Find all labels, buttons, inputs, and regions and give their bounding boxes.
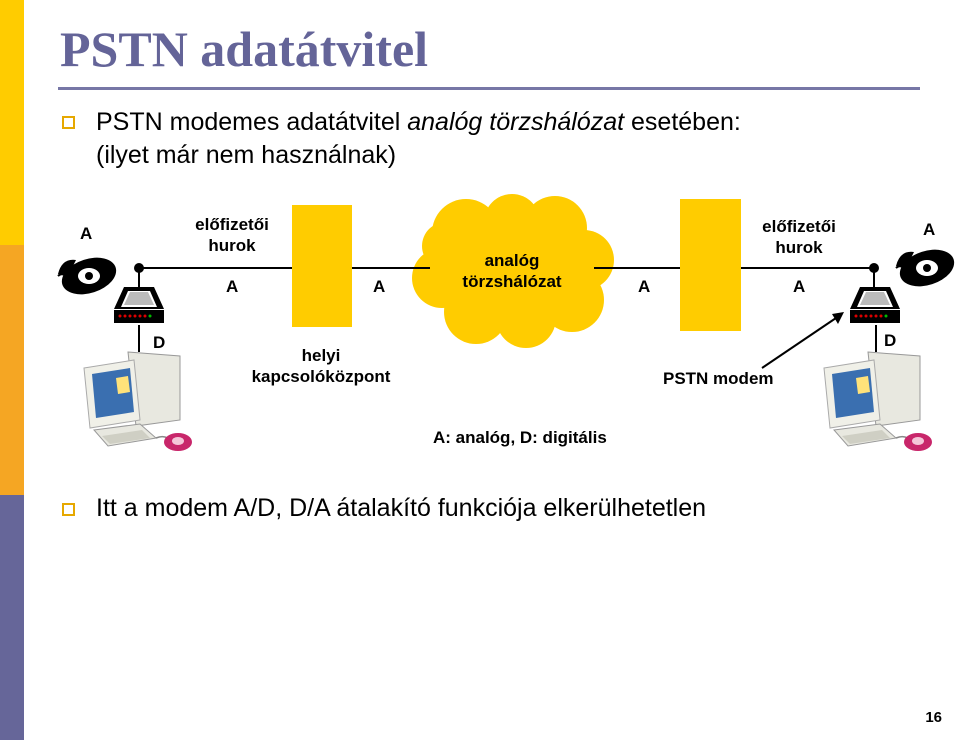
sidebar-segment-bottom bbox=[0, 495, 24, 740]
label-a-left-loop: A bbox=[226, 277, 239, 296]
label-a-left-phone: A bbox=[80, 224, 93, 243]
label-a-right-phone: A bbox=[923, 220, 936, 239]
label-a-right-loop: A bbox=[793, 277, 806, 296]
right-junction-dot bbox=[869, 263, 879, 273]
bullet-text-1: PSTN modemes adatátvitel analóg törzshál… bbox=[96, 106, 741, 172]
left-switch-box bbox=[292, 205, 352, 327]
modem-icon bbox=[114, 287, 164, 323]
title-underline bbox=[58, 87, 920, 90]
label-a-right-switch: A bbox=[638, 277, 651, 296]
modem-icon bbox=[850, 287, 900, 323]
label-a-left-switch: A bbox=[373, 277, 386, 296]
left-junction-dot bbox=[134, 263, 144, 273]
modem-pointer-arrow bbox=[761, 312, 844, 369]
sidebar-decoration bbox=[0, 0, 24, 740]
page-number: 16 bbox=[925, 709, 942, 726]
bullet-1-rest: esetében: bbox=[624, 108, 741, 136]
sidebar-segment-top bbox=[0, 0, 24, 245]
modem-label: PSTN modem bbox=[663, 369, 774, 388]
legend-text: A: analóg, D: digitális bbox=[433, 428, 607, 447]
telephone-icon bbox=[57, 257, 117, 295]
bullet-icon bbox=[62, 503, 75, 516]
bullet-1-plain: PSTN modemes adatátvitel bbox=[96, 108, 408, 136]
telephone-icon bbox=[895, 249, 955, 287]
switch-label: helyi kapcsolóközpont bbox=[251, 346, 391, 386]
label-d-right: D bbox=[884, 331, 897, 350]
cloud-label: analóg törzshálózat bbox=[462, 251, 562, 291]
computer-icon bbox=[823, 351, 932, 451]
sidebar-segment-middle bbox=[0, 245, 24, 495]
analog-trunk-cloud bbox=[412, 194, 614, 348]
label-d-left: D bbox=[153, 333, 166, 352]
bullet-1-italic: analóg törzshálózat bbox=[407, 108, 625, 136]
right-switch-box bbox=[680, 199, 741, 331]
slide-title: PSTN adatátvitel bbox=[60, 21, 429, 77]
bullet-icon bbox=[62, 116, 75, 129]
bullet-text-2: Itt a modem A/D, D/A átalakító funkciója… bbox=[96, 494, 707, 522]
bullet-1-line2: (ilyet már nem használnak) bbox=[96, 141, 397, 169]
right-loop-label: előfizetői hurok bbox=[762, 217, 836, 257]
left-loop-label: előfizetői hurok bbox=[195, 215, 269, 255]
computer-icon bbox=[83, 351, 192, 451]
